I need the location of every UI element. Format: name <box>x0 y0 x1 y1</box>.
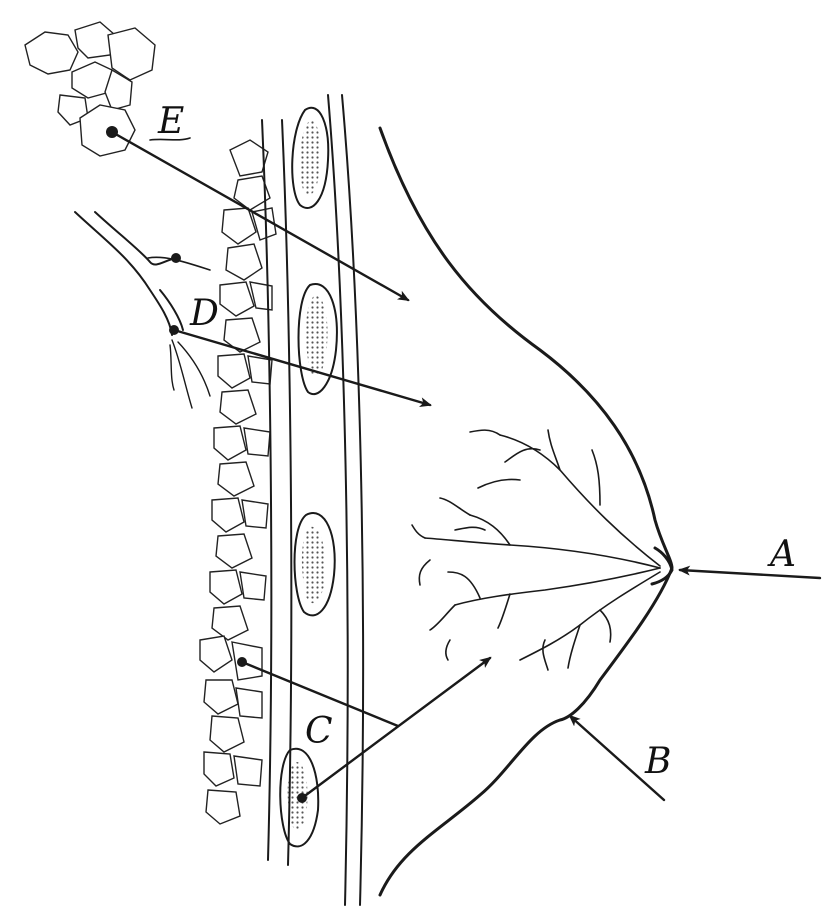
blood-vessel-cross-section <box>295 513 335 615</box>
label-d: D <box>189 293 219 334</box>
label-a: A <box>767 534 796 575</box>
pointer-a <box>680 570 820 578</box>
blood-vessel-cross-section <box>299 284 337 394</box>
fat-cell-cluster <box>25 22 155 156</box>
breast-outline <box>380 128 672 895</box>
blood-vessel-cross-section <box>292 108 328 208</box>
milk-duct-network <box>412 430 660 670</box>
label-c: C <box>305 711 333 752</box>
pectoral-muscle-layer <box>262 95 363 905</box>
chest-wall-fat-layer <box>200 140 276 824</box>
label-b: B <box>644 741 671 782</box>
label-e: E <box>157 101 184 142</box>
